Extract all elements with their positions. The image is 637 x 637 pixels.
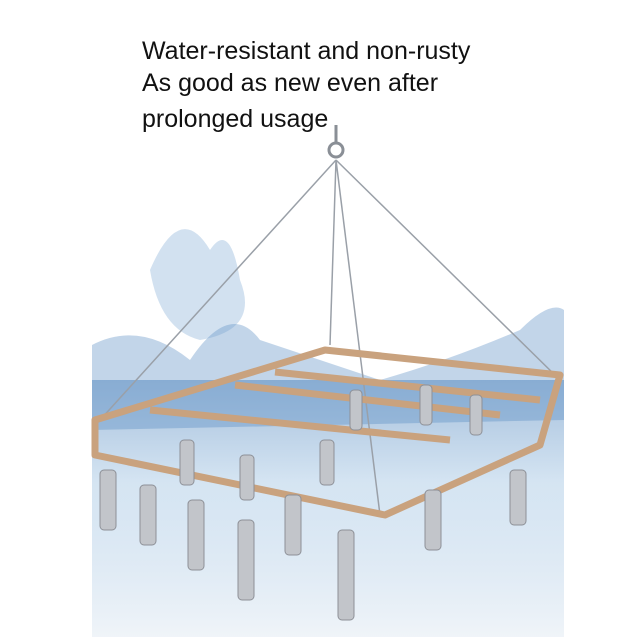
caption-line-1: Water-resistant and non-rusty bbox=[142, 37, 471, 65]
hanger-wires bbox=[99, 159, 561, 516]
hanger-hook bbox=[327, 141, 345, 159]
water-body bbox=[92, 380, 564, 637]
water-splash-left bbox=[150, 229, 245, 340]
clothes-pegs bbox=[99, 384, 527, 621]
frame bbox=[91, 346, 564, 519]
caption-line-2: As good as new even after bbox=[142, 69, 439, 97]
caption-line-3: prolonged usage bbox=[142, 105, 329, 133]
water-splash bbox=[92, 307, 564, 430]
